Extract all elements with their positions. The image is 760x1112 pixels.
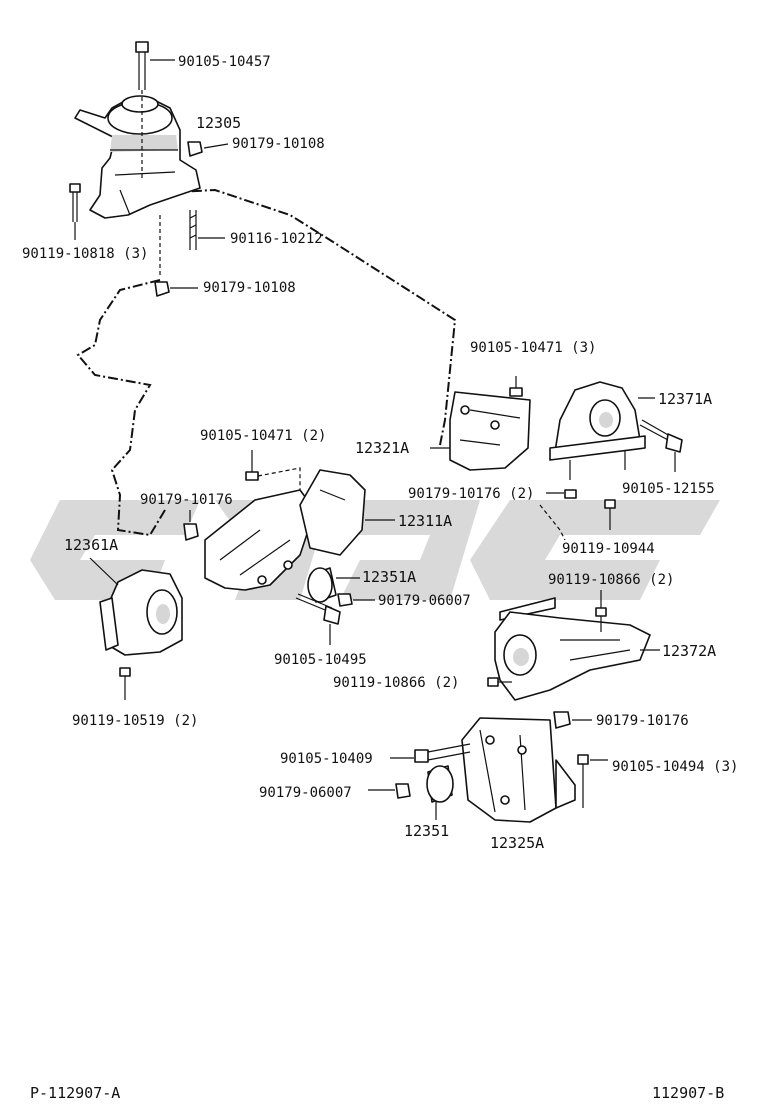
bolt-90105-12155: [639, 419, 683, 472]
label-12371A: 12371A: [658, 390, 712, 408]
label-90116-10212: 90116-10212: [230, 231, 323, 247]
bolt-90119-10818: [69, 183, 81, 240]
bracket-12321A: [430, 391, 531, 471]
label-12361A: 12361A: [64, 536, 118, 554]
label-12351: 12351: [404, 822, 449, 840]
label-12325A: 12325A: [490, 834, 544, 852]
label-90119-10519: 90119-10519 (2): [72, 713, 198, 729]
label-90119-10866-lower: 90119-10866 (2): [333, 675, 459, 691]
nut-90179-10176-bottom: [553, 711, 592, 729]
label-90119-10944: 90119-10944: [562, 541, 655, 557]
label-90179-10176-bottom: 90179-10176: [596, 713, 689, 729]
bracket-12311A: [204, 469, 395, 591]
label-90105-10471-right: 90105-10471 (3): [470, 340, 596, 356]
engine-mount-12372A: [494, 597, 660, 701]
label-90119-10818: 90119-10818 (3): [22, 246, 148, 262]
nut-90179-06007-lower: [368, 783, 411, 799]
bushing-12351A: [307, 567, 360, 603]
label-12351A: 12351A: [362, 568, 416, 586]
bolt-90119-10866-upper: [595, 590, 607, 632]
label-12305: 12305: [196, 114, 241, 132]
label-90105-10494: 90105-10494 (3): [612, 759, 738, 775]
bolt-90119-10944: [539, 499, 616, 541]
bolt-90105-10409: [390, 743, 471, 763]
bracket-12325A: [461, 717, 576, 823]
label-12321A: 12321A: [355, 439, 409, 457]
label-90105-12155: 90105-12155: [622, 481, 715, 497]
engine-mount-12371A: [549, 381, 655, 480]
stud-90116-10212: [159, 210, 225, 275]
label-90105-10409: 90105-10409: [280, 751, 373, 767]
label-12372A: 12372A: [662, 642, 716, 660]
label-90105-10495: 90105-10495: [274, 652, 367, 668]
nut-90179-06007-upper: [337, 593, 375, 607]
nut-90179-10108-lower: [154, 281, 198, 297]
bushing-12351: [426, 765, 454, 820]
label-90179-10108-upper: 90179-10108: [232, 136, 325, 152]
nut-90179-10176-left: [183, 510, 199, 541]
label-12311A: 12311A: [398, 512, 452, 530]
footer-left-code: P-112907-A: [30, 1084, 120, 1102]
engine-mount-12361A: [89, 557, 183, 656]
label-90105-10457: 90105-10457: [178, 54, 271, 70]
bolt-90105-10494: [577, 754, 608, 808]
label-90179-10176-right: 90179-10176 (2): [408, 486, 534, 502]
label-90105-10471-left: 90105-10471 (2): [200, 428, 326, 444]
bolt-90119-10866-lower: [487, 677, 512, 687]
bolt-90105-10471-right: [509, 376, 523, 397]
label-90119-10866-upper: 90119-10866 (2): [548, 572, 674, 588]
label-90179-10108-lower: 90179-10108: [203, 280, 296, 296]
label-90179-06007-lower: 90179-06007: [259, 785, 352, 801]
bolt-90105-10457: [135, 41, 175, 180]
engine-mount-12305: [74, 95, 201, 219]
label-90179-06007-upper: 90179-06007: [378, 593, 471, 609]
bolt-90105-10495: [295, 593, 341, 645]
nut-90179-10108-upper: [187, 141, 229, 157]
label-90179-10176-left: 90179-10176: [140, 492, 233, 508]
engine-outline: [76, 188, 457, 537]
bolt-90119-10519: [119, 667, 131, 700]
nut-90179-10176-right: [546, 489, 577, 499]
footer-right-code: 112907-B: [652, 1084, 724, 1102]
